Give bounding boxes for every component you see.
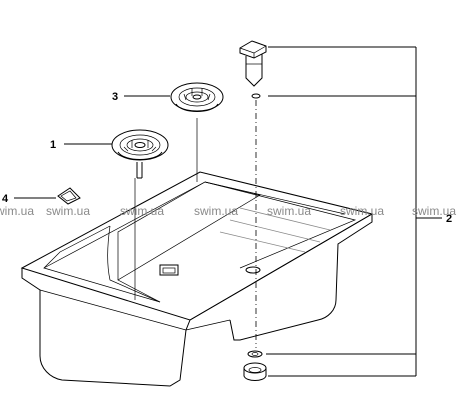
drain-assembly-2 <box>239 40 267 381</box>
strainer-3 <box>170 82 224 112</box>
watermark-text: swim.ua <box>267 204 311 218</box>
strainer-1 <box>111 129 169 179</box>
leader-lines <box>14 46 442 377</box>
tap-hole <box>245 266 261 274</box>
watermark-text: swim.ua <box>412 204 456 218</box>
watermark-text: swim.ua <box>194 204 238 218</box>
callout-3: 3 <box>112 91 118 103</box>
overflow-slot <box>159 264 179 276</box>
sink-body <box>20 171 374 387</box>
callout-2: 2 <box>446 213 452 225</box>
callout-1: 1 <box>50 139 56 151</box>
watermark-text: swim.ua <box>46 204 90 218</box>
sink-rim-outer <box>20 171 374 321</box>
watermark-row: swim.ua swim.ua swim.ua swim.ua swim.ua … <box>0 204 456 218</box>
callout-4: 4 <box>2 193 9 205</box>
basin-inner-left <box>43 225 111 269</box>
watermark-text: swim.ua <box>120 204 164 218</box>
sink-rim-inner <box>43 181 261 303</box>
watermark-text: swim.ua <box>0 204 34 218</box>
sink-outer-right <box>189 213 373 341</box>
basin-inner-wall <box>107 225 161 303</box>
drainboard-edge <box>204 181 357 269</box>
watermark-text: swim.ua <box>340 204 384 218</box>
sink-outer-left <box>21 268 191 387</box>
overflow-fitting-4 <box>57 187 81 205</box>
